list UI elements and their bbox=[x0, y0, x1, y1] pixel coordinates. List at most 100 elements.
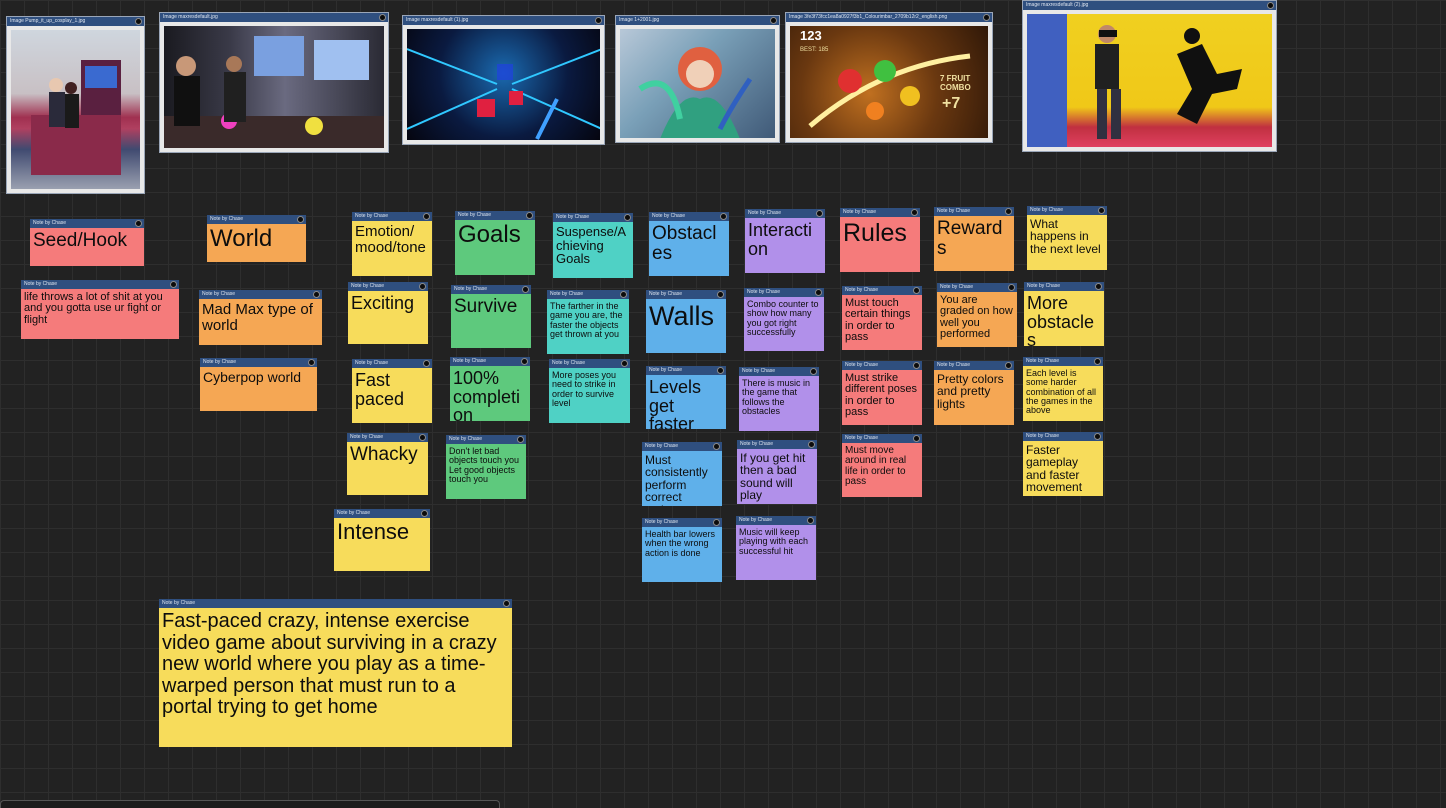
info-icon[interactable] bbox=[379, 14, 386, 21]
note-goals[interactable]: Note by Chase Goals bbox=[455, 211, 535, 275]
note-header[interactable]: Note by Chase bbox=[642, 518, 722, 527]
note-header[interactable]: Note by Chase bbox=[842, 361, 922, 370]
info-icon[interactable] bbox=[517, 436, 524, 443]
note-header[interactable]: Note by Chase bbox=[446, 435, 526, 444]
note-goals-objects[interactable]: Note by Chase Don't let bad objects touc… bbox=[446, 435, 526, 499]
note-rules-move[interactable]: Note by Chase Must move around in real l… bbox=[842, 434, 922, 497]
info-icon[interactable] bbox=[911, 209, 918, 216]
info-icon[interactable] bbox=[503, 600, 510, 607]
note-header[interactable]: Note by Chase bbox=[207, 215, 306, 224]
note-interaction-combo[interactable]: Note by Chase Combo counter to show how … bbox=[744, 288, 824, 351]
note-header[interactable]: Note by Chase bbox=[352, 359, 432, 368]
note-suspense-poses[interactable]: Note by Chase More poses you need to str… bbox=[549, 359, 630, 423]
info-icon[interactable] bbox=[815, 289, 822, 296]
note-header[interactable]: Note by Chase bbox=[1027, 206, 1107, 215]
note-goals-survive[interactable]: Note by Chase Survive bbox=[451, 285, 531, 348]
note-obstacles[interactable]: Note by Chase Obstacles bbox=[649, 212, 729, 276]
note-seed-hook-detail[interactable]: Note by Chase life throws a lot of shit … bbox=[21, 280, 179, 339]
note-obstacles-health[interactable]: Note by Chase Health bar lowers when the… bbox=[642, 518, 722, 582]
info-icon[interactable] bbox=[720, 213, 727, 220]
note-header[interactable]: Note by Chase bbox=[646, 290, 726, 299]
info-icon[interactable] bbox=[1094, 358, 1101, 365]
info-icon[interactable] bbox=[810, 368, 817, 375]
note-header[interactable]: Note by Chase bbox=[200, 358, 317, 367]
note-header[interactable]: Note by Chase bbox=[455, 211, 535, 220]
note-header[interactable]: Note by Chase bbox=[348, 282, 428, 291]
image-card-beat-saber[interactable]: Image maxresdefault (1).jpg bbox=[402, 15, 605, 145]
note-header[interactable]: Note by Chase bbox=[1023, 357, 1103, 366]
note-header[interactable]: Note by Chase bbox=[30, 219, 144, 228]
note-interaction-music[interactable]: Note by Chase There is music in the game… bbox=[739, 367, 819, 431]
info-icon[interactable] bbox=[816, 210, 823, 217]
note-header[interactable]: Note by Chase bbox=[199, 290, 322, 299]
note-interaction[interactable]: Note by Chase Interaction bbox=[745, 209, 825, 273]
note-interaction-bad-sound[interactable]: Note by Chase If you get hit then a bad … bbox=[737, 440, 817, 504]
note-header[interactable]: Note by Chase bbox=[649, 212, 729, 221]
image-card-header[interactable]: Image Pump_it_up_cosplay_1.jpg bbox=[7, 17, 144, 26]
info-icon[interactable] bbox=[983, 14, 990, 21]
note-header[interactable]: Note by Chase bbox=[547, 290, 629, 299]
note-rewards-colors[interactable]: Note by Chase Pretty colors and pretty l… bbox=[934, 361, 1014, 425]
info-icon[interactable] bbox=[717, 291, 724, 298]
note-header[interactable]: Note by Chase bbox=[642, 442, 722, 451]
note-emotion-intense[interactable]: Note by Chase Intense bbox=[334, 509, 430, 571]
info-icon[interactable] bbox=[621, 360, 628, 367]
info-icon[interactable] bbox=[620, 291, 627, 298]
info-icon[interactable] bbox=[170, 281, 177, 288]
note-next-level[interactable]: Note by Chase What happens in the next l… bbox=[1027, 206, 1107, 270]
info-icon[interactable] bbox=[419, 434, 426, 441]
info-icon[interactable] bbox=[713, 443, 720, 450]
info-icon[interactable] bbox=[526, 212, 533, 219]
image-card-header[interactable]: Image maxresdefault (2).jpg bbox=[1023, 1, 1276, 10]
note-header[interactable]: Note by Chase bbox=[334, 509, 430, 518]
note-world-cyberpop[interactable]: Note by Chase Cyberpop world bbox=[200, 358, 317, 411]
note-header[interactable]: Note by Chase bbox=[745, 209, 825, 218]
note-header[interactable]: Note by Chase bbox=[450, 357, 530, 366]
note-header[interactable]: Note by Chase bbox=[347, 433, 428, 442]
info-icon[interactable] bbox=[1098, 207, 1105, 214]
image-card-anime[interactable]: Image 1+2001.jpg bbox=[615, 15, 780, 143]
info-icon[interactable] bbox=[913, 435, 920, 442]
note-header[interactable]: Note by Chase bbox=[21, 280, 179, 289]
note-obstacles-levels[interactable]: Note by Chase Levels get faster bbox=[646, 366, 726, 429]
note-interaction-keep-playing[interactable]: Note by Chase Music will keep playing wi… bbox=[736, 516, 816, 580]
note-suspense[interactable]: Note by Chase Suspense/Achieving Goals bbox=[553, 213, 633, 278]
note-suspense-farther[interactable]: Note by Chase The farther in the game yo… bbox=[547, 290, 629, 354]
note-header[interactable]: Note by Chase bbox=[840, 208, 920, 217]
note-emotion-exciting[interactable]: Note by Chase Exciting bbox=[348, 282, 428, 344]
note-header[interactable]: Note by Chase bbox=[1024, 282, 1104, 291]
info-icon[interactable] bbox=[808, 441, 815, 448]
note-header[interactable]: Note by Chase bbox=[744, 288, 824, 297]
info-icon[interactable] bbox=[423, 213, 430, 220]
info-icon[interactable] bbox=[1008, 284, 1015, 291]
info-icon[interactable] bbox=[1094, 433, 1101, 440]
image-card-header[interactable]: Image maxresdefault (1).jpg bbox=[403, 16, 604, 25]
note-header[interactable]: Note by Chase bbox=[737, 440, 817, 449]
note-rewards-graded[interactable]: Note by Chase You are graded on how well… bbox=[937, 283, 1017, 347]
info-icon[interactable] bbox=[624, 214, 631, 221]
note-rules-touch[interactable]: Note by Chase Must touch certain things … bbox=[842, 286, 922, 350]
note-next-faster[interactable]: Note by Chase Faster gameplay and faster… bbox=[1023, 432, 1103, 496]
note-world[interactable]: Note by Chase World bbox=[207, 215, 306, 262]
note-header[interactable]: Note by Chase bbox=[646, 366, 726, 375]
info-icon[interactable] bbox=[1267, 2, 1274, 9]
bottom-panel-edge[interactable] bbox=[0, 800, 500, 808]
info-icon[interactable] bbox=[807, 517, 814, 524]
info-icon[interactable] bbox=[1095, 283, 1102, 290]
note-header[interactable]: Note by Chase bbox=[736, 516, 816, 525]
note-header[interactable]: Note by Chase bbox=[842, 286, 922, 295]
info-icon[interactable] bbox=[770, 17, 777, 24]
info-icon[interactable] bbox=[419, 283, 426, 290]
image-card-header[interactable]: Image maxresdefault.jpg bbox=[160, 13, 388, 22]
image-card-pump-it-up[interactable]: Image Pump_it_up_cosplay_1.jpg bbox=[6, 16, 145, 194]
info-icon[interactable] bbox=[421, 510, 428, 517]
image-card-header[interactable]: Image 1+2001.jpg bbox=[616, 16, 779, 25]
note-header[interactable]: Note by Chase bbox=[934, 361, 1014, 370]
image-card-header[interactable]: Image 3fe3f73fcc1ea8a0927f3b1_Colourimba… bbox=[786, 13, 992, 22]
info-icon[interactable] bbox=[297, 216, 304, 223]
note-header[interactable]: Note by Chase bbox=[549, 359, 630, 368]
image-card-arcade[interactable]: Image maxresdefault.jpg bbox=[159, 12, 389, 153]
info-icon[interactable] bbox=[713, 519, 720, 526]
note-world-mad-max[interactable]: Note by Chase Mad Max type of world bbox=[199, 290, 322, 345]
note-rules-strike[interactable]: Note by Chase Must strike different pose… bbox=[842, 361, 922, 425]
